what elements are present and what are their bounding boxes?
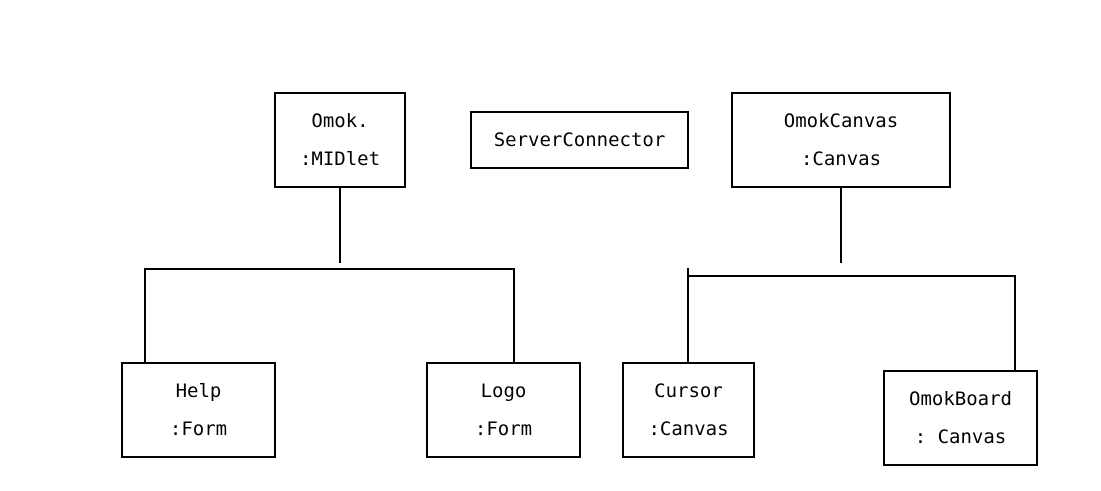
server-connector-box: ServerConnector [470, 111, 689, 169]
help-name: Help [175, 380, 222, 402]
cursor-name: Cursor [654, 380, 723, 402]
logo-form-box: Logo :Form [426, 362, 581, 458]
help-type: :Form [169, 418, 228, 440]
omokcanvas-type: :Canvas [800, 148, 882, 170]
logo-name: Logo [480, 380, 527, 402]
omokcanvas-box: OmokCanvas :Canvas [731, 92, 951, 188]
omokboard-name: OmokBoard [909, 388, 1012, 410]
server-connector-name: ServerConnector [493, 129, 666, 151]
omokboard-canvas-box: OmokBoard : Canvas [883, 370, 1038, 466]
omokcanvas-name: OmokCanvas [783, 110, 899, 132]
omok-midlet-box: Omok. :MIDlet [274, 92, 406, 188]
cursor-canvas-box: Cursor :Canvas [622, 362, 755, 458]
help-form-box: Help :Form [121, 362, 276, 458]
omokboard-type: : Canvas [914, 426, 1007, 448]
cursor-type: :Canvas [648, 418, 729, 440]
omok-name: Omok. [311, 110, 369, 132]
logo-type: :Form [474, 418, 533, 440]
omok-type: :MIDlet [299, 148, 381, 170]
